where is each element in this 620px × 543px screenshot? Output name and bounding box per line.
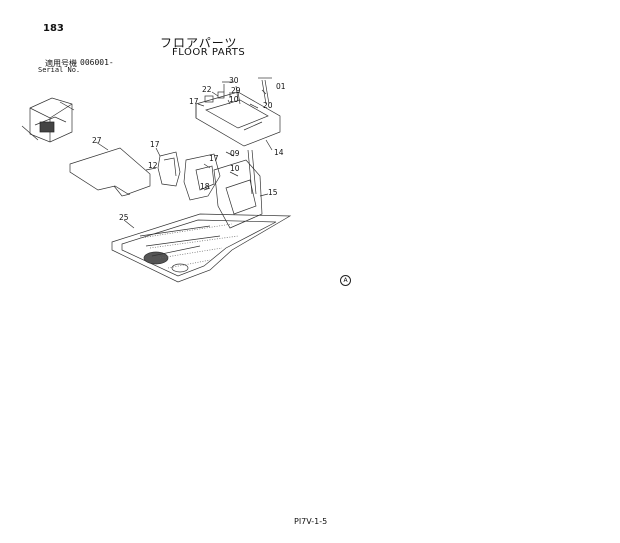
reference-mark-a: A <box>340 275 351 286</box>
part-12-panel <box>157 151 181 187</box>
callout-18: 18 <box>200 182 210 191</box>
callout-30: 30 <box>229 76 239 85</box>
callout-20: 20 <box>263 101 273 110</box>
callout-14: 14 <box>274 148 284 157</box>
callout-22: 22 <box>202 85 212 94</box>
callout-17c: 17 <box>209 154 219 163</box>
machine-thumbnail <box>21 97 75 143</box>
callout-12: 12 <box>148 161 158 170</box>
part-25-floor-plate <box>111 213 292 283</box>
callout-25: 25 <box>119 213 129 222</box>
page-title: FLOOR PARTS <box>172 47 246 58</box>
page-title-japanese: フロアパーツ <box>160 36 238 50</box>
footer-code: PI7V-1-5 <box>294 517 328 526</box>
serial-label-japanese: 適用号機 <box>45 59 77 68</box>
callout-17: 17 <box>189 97 199 106</box>
callout-10b: 10 <box>230 164 240 173</box>
callout-27: 27 <box>92 136 102 145</box>
callout-15: 15 <box>268 188 278 197</box>
callout-17b: 17 <box>150 140 160 149</box>
callout-01: 01 <box>276 82 286 91</box>
serial-value: 006001- <box>80 58 114 67</box>
part-14-panel <box>195 91 281 147</box>
part-27-mat <box>69 147 151 197</box>
serial-label: Serial No. <box>38 66 81 74</box>
part-18-frame <box>183 149 263 229</box>
callout-09: 09 <box>230 149 240 158</box>
page-number: 183 <box>43 23 64 34</box>
callout-29: 29 <box>231 86 241 95</box>
callout-10: 10 <box>229 95 239 104</box>
